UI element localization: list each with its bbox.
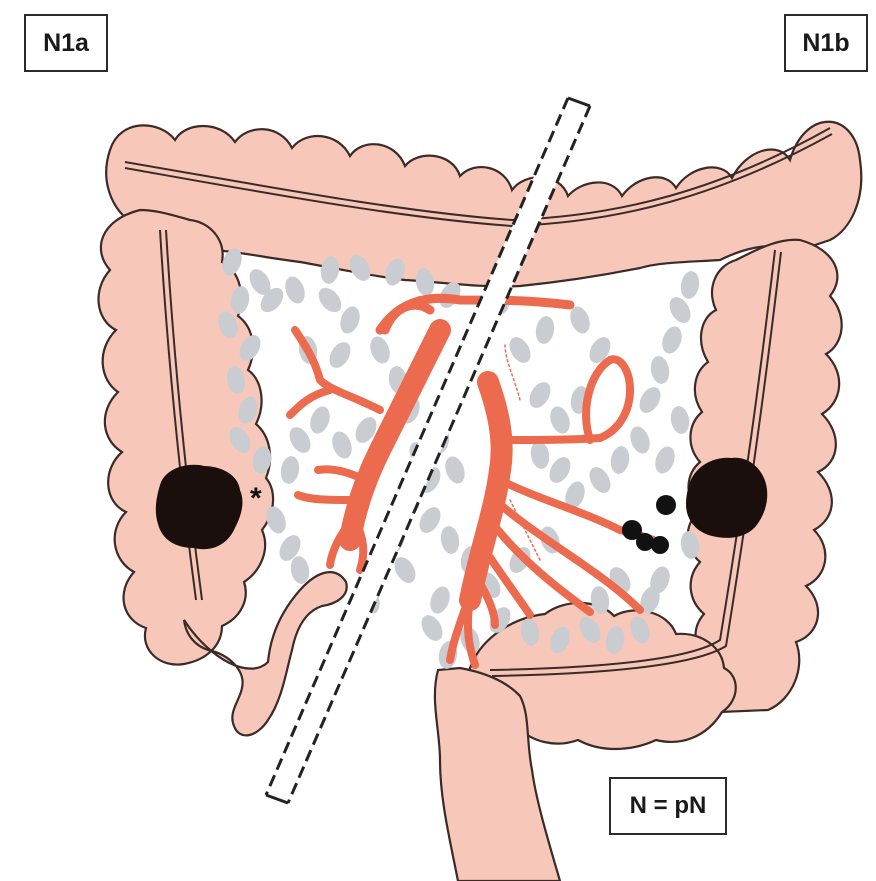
lymph-node-icon [679,270,702,301]
vessel-left-branch [385,305,430,330]
metastatic-node-icon [636,533,654,551]
right-tumor-mass-icon [686,458,767,538]
lymph-node-icon [609,445,632,476]
lymph-node-icon [534,315,557,346]
lymph-node-icon [427,584,453,616]
metastatic-nodes [622,495,676,554]
tumor-deposit-asterisk: * [250,482,262,516]
lymph-node-icon [314,283,346,316]
lymph-node-icon [585,463,615,496]
lymph-node-icon [529,440,552,471]
lymph-node-icon [289,555,312,586]
n-equals-pn-label: N = pN [609,777,727,835]
lymph-node-icon [545,453,575,486]
n1b-stage-label: N1b [784,14,868,72]
lymph-node-icon [285,423,315,456]
lymph-node-icon [325,338,355,371]
lymph-node-icon [547,404,573,436]
lymph-node-icon [525,378,555,411]
lymph-node-icon [282,274,308,306]
lymph-node-icon [649,355,672,386]
lymph-node-icon [627,424,653,456]
lymph-node-icon [669,405,692,436]
lymph-node-icon [307,404,333,436]
metastatic-node-icon [656,495,676,515]
lymph-node-icon [635,383,665,416]
metastatic-node-icon [651,536,669,554]
left-tumor-mass-icon [156,465,243,549]
lymph-node-icon [367,334,393,366]
lymph-node-icon [505,333,535,366]
lymph-node-icon [439,525,462,556]
lymph-node-icon [329,429,355,461]
lymph-node-icon [652,444,678,476]
lymph-node-icon [337,304,363,336]
vessel-left-branch [290,330,380,415]
n1a-stage-label: N1a [24,14,108,72]
lymph-node-icon [442,454,468,486]
lymph-node-icon [417,611,447,644]
lymph-node-icon [279,455,302,486]
lymph-node-icon [659,324,685,356]
lymph-node-icon [415,503,445,536]
